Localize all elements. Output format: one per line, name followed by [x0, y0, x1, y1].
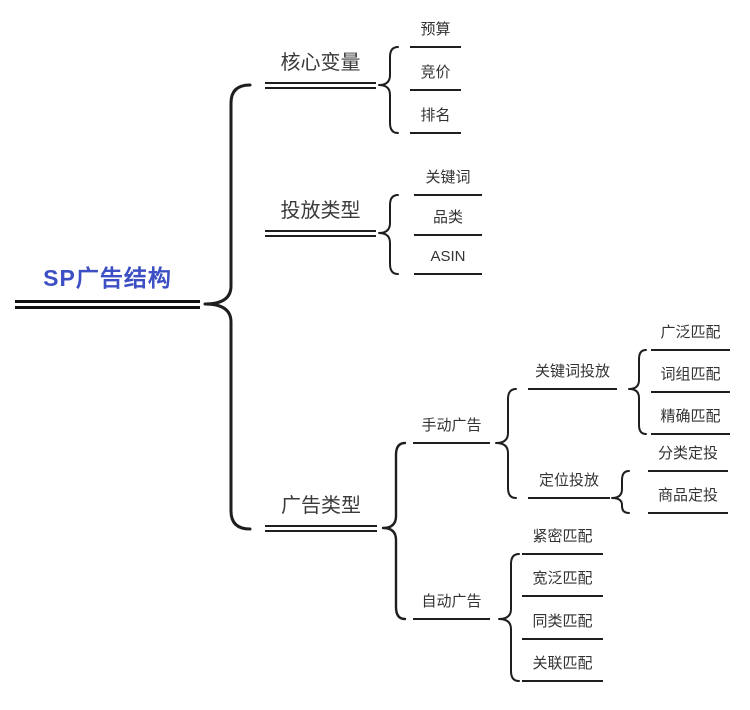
topic-underline — [528, 388, 617, 390]
topic-label: 同类匹配 — [532, 613, 593, 630]
topic-loose-match[interactable]: 宽泛匹配 — [522, 569, 603, 597]
topic-underline — [410, 89, 461, 91]
topic-label: SP广告结构 — [43, 265, 172, 291]
topic-underline — [414, 234, 482, 236]
topic-underline — [651, 349, 730, 351]
topic-keyword-targeting[interactable]: 关键词投放 — [528, 362, 617, 390]
topic-label: 关键词投放 — [534, 363, 610, 380]
topic-label: 分类定投 — [657, 445, 718, 462]
brace-root — [203, 83, 252, 531]
topic-underline — [15, 300, 200, 309]
topic-auto-ad[interactable]: 自动广告 — [413, 592, 490, 620]
topic-label: 关键词 — [425, 169, 471, 186]
topic-category-target[interactable]: 分类定投 — [648, 444, 728, 472]
topic-label: 核心变量 — [280, 52, 361, 74]
topic-phrase-match[interactable]: 词组匹配 — [651, 365, 730, 393]
topic-label: 预算 — [420, 21, 451, 38]
topic-label: 宽泛匹配 — [532, 570, 593, 587]
topic-label: ASIN — [430, 248, 466, 265]
topic-underline — [413, 442, 490, 444]
topic-placement-type[interactable]: 投放类型 — [265, 198, 376, 237]
brace-positioning-targeting — [611, 470, 630, 514]
brace-placement-type — [378, 194, 399, 275]
topic-underline — [648, 470, 728, 472]
topic-label: 手动广告 — [421, 417, 482, 434]
topic-related-match[interactable]: 关联匹配 — [522, 654, 603, 682]
topic-sp-ad-structure[interactable]: SP广告结构 — [15, 264, 200, 309]
topic-exact-match[interactable]: 精确匹配 — [651, 407, 730, 435]
topic-rank[interactable]: 排名 — [410, 106, 461, 134]
topic-underline — [522, 553, 603, 555]
brace-manual-ad — [495, 388, 517, 499]
topic-keyword[interactable]: 关键词 — [414, 168, 482, 196]
topic-core-variables[interactable]: 核心变量 — [265, 50, 376, 89]
topic-underline — [414, 194, 482, 196]
topic-product-target[interactable]: 商品定投 — [648, 486, 728, 514]
topic-label: 商品定投 — [657, 487, 718, 504]
topic-budget[interactable]: 预算 — [410, 20, 461, 48]
topic-underline — [410, 46, 461, 48]
topic-positioning-targeting[interactable]: 定位投放 — [528, 471, 610, 499]
topic-underline — [414, 273, 482, 275]
topic-label: 广告类型 — [281, 495, 361, 517]
topic-label: 关联匹配 — [532, 655, 593, 672]
topic-label: 定位投放 — [538, 472, 599, 489]
topic-label: 广泛匹配 — [660, 324, 721, 341]
topic-label: 排名 — [420, 107, 451, 124]
topic-underline — [522, 680, 603, 682]
topic-ad-type[interactable]: 广告类型 — [265, 493, 377, 532]
brace-core-variables — [378, 46, 399, 134]
topic-underline — [410, 132, 461, 134]
topic-close-match[interactable]: 紧密匹配 — [522, 527, 603, 555]
brace-keyword-targeting — [628, 349, 647, 435]
topic-underline — [648, 512, 728, 514]
topic-underline — [522, 638, 603, 640]
topic-underline — [265, 82, 376, 89]
topic-label: 紧密匹配 — [532, 528, 593, 545]
brace-ad-type — [381, 441, 407, 621]
topic-underline — [265, 525, 377, 532]
topic-broad-match[interactable]: 广泛匹配 — [651, 323, 730, 351]
topic-label: 精确匹配 — [660, 408, 721, 425]
topic-label: 自动广告 — [421, 593, 482, 610]
topic-underline — [651, 433, 730, 435]
topic-bid[interactable]: 竞价 — [410, 63, 461, 91]
topic-underline — [651, 391, 730, 393]
topic-label: 投放类型 — [280, 200, 361, 222]
topic-label: 品类 — [432, 209, 463, 226]
topic-underline — [265, 230, 376, 237]
brace-auto-ad — [498, 553, 520, 682]
topic-underline — [413, 618, 490, 620]
topic-label: 竞价 — [420, 64, 451, 81]
topic-asin[interactable]: ASIN — [414, 247, 482, 275]
topic-underline — [522, 595, 603, 597]
topic-category[interactable]: 品类 — [414, 208, 482, 236]
topic-label: 词组匹配 — [660, 366, 721, 383]
topic-underline — [528, 497, 610, 499]
topic-manual-ad[interactable]: 手动广告 — [413, 416, 490, 444]
topic-same-category-match[interactable]: 同类匹配 — [522, 612, 603, 640]
